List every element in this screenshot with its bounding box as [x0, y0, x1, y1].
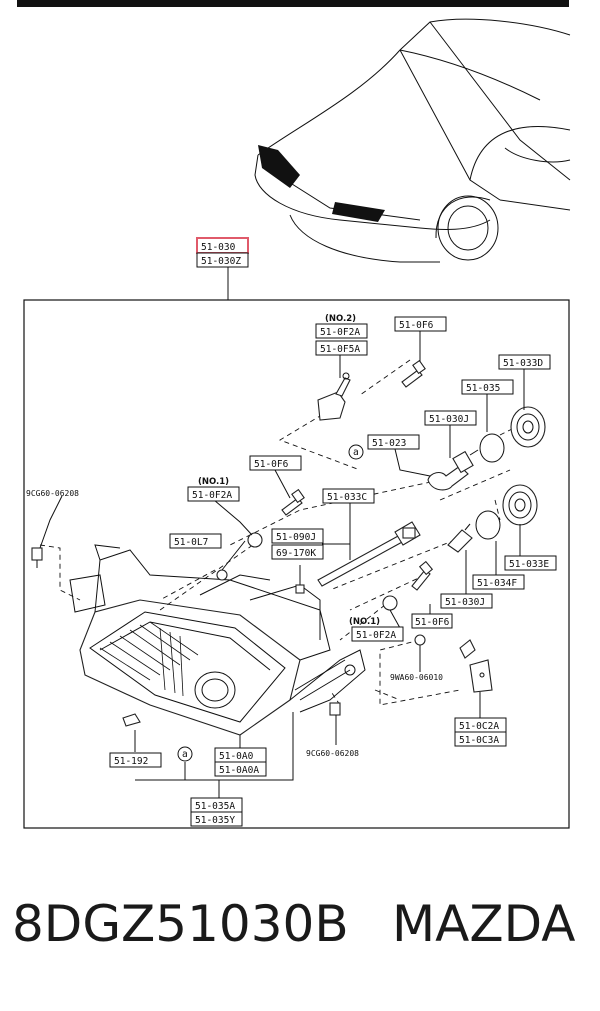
- callout-0c2a-code-1: 51-0C2A: [459, 721, 499, 732]
- callout-035a-code-2: 51-035Y: [195, 815, 235, 826]
- no1-tag-right: (NO.1): [349, 617, 380, 627]
- callout-033e-code: 51-033E: [509, 559, 549, 570]
- callout-030j-mid-code: 51-030J: [445, 597, 485, 608]
- callout-033e[interactable]: 51-033E: [504, 555, 557, 571]
- clip-parts: [122, 532, 493, 727]
- a-mark-bottom: a: [182, 749, 188, 760]
- callout-top-f6[interactable]: 51-0F6: [394, 316, 447, 332]
- callout-no1-left-code: 51-0F2A: [192, 490, 232, 501]
- callout-9cg-top-code: 9CG60-06208: [26, 489, 79, 498]
- callout-030j-mid[interactable]: 51-030J: [440, 593, 493, 609]
- callout-no2-code-1: 51-0F2A: [320, 327, 360, 338]
- callout-no1-right-code: 51-0F2A: [356, 630, 396, 641]
- callout-no2-code-2: 51-0F5A: [320, 344, 360, 355]
- callout-0c2a[interactable]: 51-0C2A 51-0C3A: [454, 717, 507, 747]
- main-part-code-alt: 51-030Z: [201, 256, 241, 267]
- headlamp-assembly-icon: [69, 544, 366, 736]
- car-front-icon: [254, 18, 571, 263]
- callout-left-f6[interactable]: 51-0F6: [249, 455, 302, 471]
- callout-035a[interactable]: 51-035A 51-035Y: [190, 797, 243, 827]
- callout-9wa-code: 9WA60-06010: [390, 673, 443, 682]
- callout-035[interactable]: 51-035: [461, 379, 514, 395]
- callout-0c2a-code-2: 51-0C3A: [459, 735, 499, 746]
- screw-icon: [31, 359, 434, 716]
- callout-030j-top[interactable]: 51-030J: [424, 410, 477, 426]
- callout-0a0-code-1: 51-0A0: [219, 751, 254, 762]
- callout-033d-code: 51-033D: [503, 358, 543, 369]
- callout-090j-code-1: 51-090J: [276, 532, 316, 543]
- callout-034f-code: 51-034F: [477, 578, 517, 589]
- callout-0l7-code: 51-0L7: [174, 537, 208, 548]
- callout-192-code: 51-192: [114, 756, 148, 767]
- callout-lines: [39, 331, 525, 798]
- callout-a-mark-bottom: a: [177, 746, 193, 762]
- callout-035-code: 51-035: [466, 383, 500, 394]
- brand-name: MAZDA: [392, 895, 576, 953]
- callout-9cg-bot[interactable]: 9CG60-06208: [306, 749, 359, 758]
- callout-023-code: 51-023: [372, 438, 406, 449]
- callout-no2[interactable]: 51-0F2A 51-0F5A: [315, 323, 368, 356]
- callout-left-f6-code: 51-0F6: [254, 459, 289, 470]
- callout-right-f6[interactable]: 51-0F6: [411, 613, 453, 629]
- callout-035a-code-1: 51-035A: [195, 801, 235, 812]
- socket-icon: [447, 406, 546, 553]
- callout-090j[interactable]: 51-090J 69-170K: [271, 528, 324, 560]
- callout-033d[interactable]: 51-033D: [498, 354, 551, 370]
- no2-tag: (NO.2): [325, 314, 356, 324]
- callout-023[interactable]: a 51-023: [348, 434, 420, 460]
- callout-034f[interactable]: 51-034F: [472, 574, 525, 590]
- callout-090j-code-2: 69-170K: [276, 548, 316, 559]
- callout-0l7[interactable]: 51-0L7: [169, 533, 222, 549]
- bulb-icon: [427, 449, 479, 491]
- a-mark-top: a: [353, 447, 359, 458]
- callout-right-f6-code: 51-0F6: [415, 617, 450, 628]
- caption: 8DGZ51030B MAZDA: [0, 895, 600, 975]
- parts-diagram: 51-030 51-030Z: [23, 18, 571, 829]
- diagram-frame: [23, 299, 570, 829]
- callout-0a0[interactable]: 51-0A0 51-0A0A: [214, 747, 267, 777]
- leader-lines: [39, 359, 531, 706]
- callout-033c[interactable]: 51-033C: [322, 488, 375, 504]
- main-part-callout[interactable]: 51-030 51-030Z: [196, 237, 249, 300]
- no1-tag-left: (NO.1): [198, 477, 229, 487]
- callout-9cg-bot-code: 9CG60-06208: [306, 749, 359, 758]
- callout-top-f6-code: 51-0F6: [399, 320, 434, 331]
- adjuster-part: [317, 372, 351, 421]
- callout-030j-top-code: 51-030J: [429, 414, 469, 425]
- callout-no1-right[interactable]: 51-0F2A: [351, 626, 404, 642]
- callout-9wa[interactable]: 9WA60-06010: [390, 673, 443, 682]
- main-part-code: 51-030: [201, 242, 236, 253]
- header-bar: [17, 0, 569, 7]
- callout-033c-code: 51-033C: [327, 492, 367, 503]
- callout-0a0-code-2: 51-0A0A: [219, 765, 259, 776]
- part-number: 8DGZ51030B: [12, 895, 349, 953]
- callout-192[interactable]: 51-192: [109, 752, 162, 768]
- callout-9cg-top[interactable]: 9CG60-06208: [26, 489, 79, 498]
- adjuster-rod: [295, 521, 421, 594]
- callout-no1-left[interactable]: 51-0F2A: [187, 486, 240, 502]
